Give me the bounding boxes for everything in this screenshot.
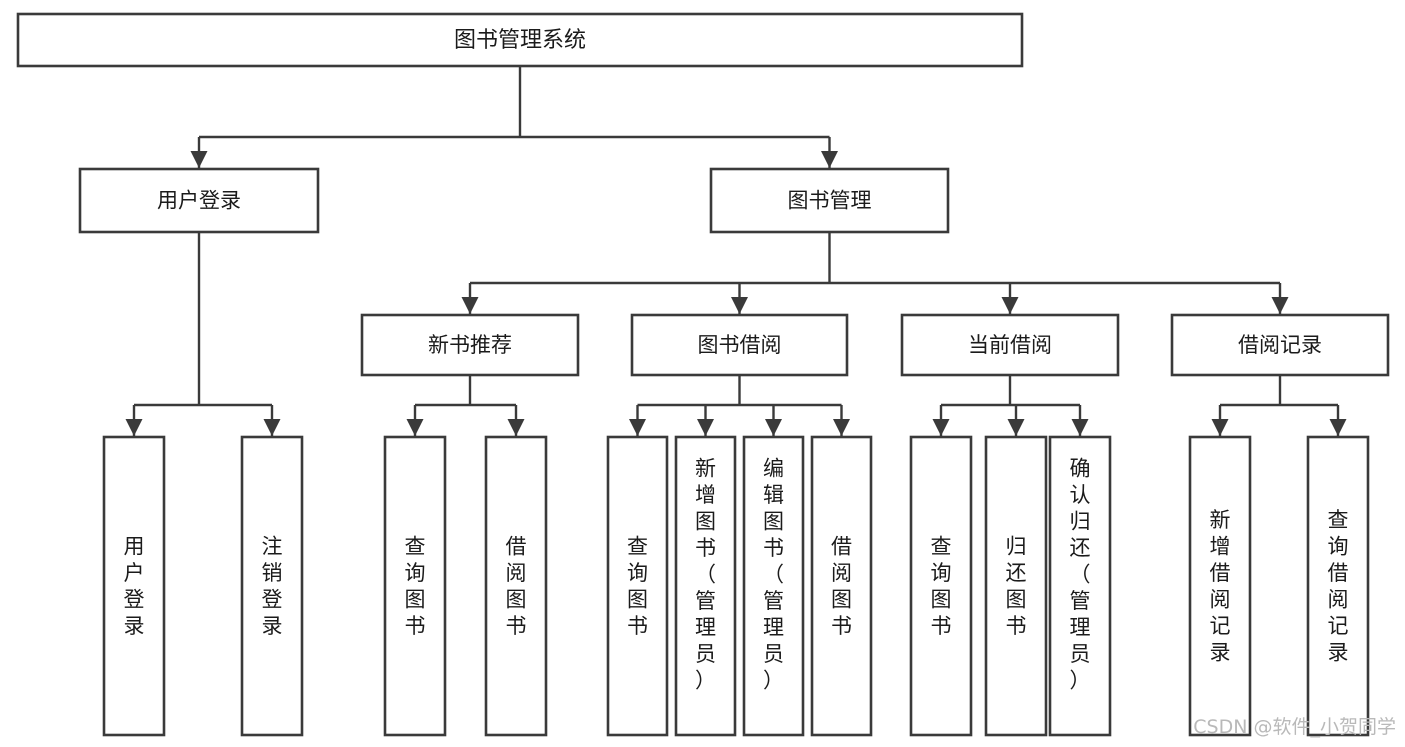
node-leaf-return-book[interactable]: 归还图书 [984, 435, 1048, 737]
node-label-leaf-return-book: 归还图书 [1006, 535, 1027, 639]
csdn-watermark: CSDN @软件_小贺同学 [1193, 716, 1396, 738]
node-leaf-add-borrow-record[interactable]: 新增借阅记录 [1188, 435, 1252, 737]
arrow-head-icon [833, 419, 850, 436]
edge-group-from-current-borrow [932, 375, 1089, 436]
node-label-book-manage: 图书管理 [788, 189, 872, 213]
node-box-book-manage [709, 167, 950, 234]
edge-group-from-book-borrow [629, 375, 850, 436]
arrow-head-icon [932, 419, 950, 436]
node-leaf-query-book-cur[interactable]: 查询图书 [909, 435, 973, 737]
arrow-head-icon [1007, 419, 1025, 436]
node-box-leaf-query-borrow-record [1306, 435, 1370, 737]
connector-edges-layer [125, 66, 1347, 436]
node-leaf-add-book-admin[interactable]: 新增图书（管理员） [674, 435, 737, 737]
node-current-borrow[interactable]: 当前借阅 [900, 313, 1120, 377]
arrow-head-icon [461, 297, 479, 314]
node-box-current-borrow [900, 313, 1120, 377]
node-box-leaf-logout [240, 435, 304, 737]
node-box-leaf-query-book-rec [383, 435, 447, 737]
node-box-leaf-query-book-bor [606, 435, 669, 737]
node-leaf-query-book-rec[interactable]: 查询图书 [383, 435, 447, 737]
edge-group-from-borrow-record [1211, 375, 1347, 436]
node-box-leaf-borrow-book-bor [810, 435, 873, 737]
node-box-leaf-user-login [102, 435, 166, 737]
nodes-layer: 图书管理系统用户登录图书管理新书推荐图书借阅当前借阅借阅记录用户登录注销登录查询… [16, 12, 1390, 737]
node-label-leaf-query-book-cur: 查询图书 [931, 535, 952, 639]
edge-group-from-root [190, 66, 838, 168]
arrow-head-icon [731, 297, 748, 314]
arrow-head-icon [629, 419, 646, 436]
arrow-head-icon [1211, 419, 1229, 436]
node-new-book-recommend[interactable]: 新书推荐 [360, 313, 580, 377]
node-box-leaf-edit-book-admin [742, 435, 805, 737]
node-label-user-login: 用户登录 [157, 189, 241, 213]
node-leaf-query-book-bor[interactable]: 查询图书 [606, 435, 669, 737]
node-label-leaf-query-book-bor: 查询图书 [627, 535, 648, 639]
node-box-leaf-return-book [984, 435, 1048, 737]
node-borrow-record[interactable]: 借阅记录 [1170, 313, 1390, 377]
arrow-head-icon [1071, 419, 1089, 436]
node-label-leaf-borrow-book-bor: 借阅图书 [831, 535, 852, 639]
node-root[interactable]: 图书管理系统 [16, 12, 1024, 68]
node-leaf-user-login[interactable]: 用户登录 [102, 435, 166, 737]
node-box-leaf-confirm-return-admin [1048, 435, 1112, 737]
arrow-head-icon [507, 419, 525, 436]
node-label-leaf-logout: 注销登录 [262, 535, 283, 639]
node-box-new-book-recommend [360, 313, 580, 377]
arrow-head-icon [406, 419, 424, 436]
edge-group-from-user-login [125, 232, 281, 436]
arrow-head-icon [1271, 297, 1289, 314]
arrow-head-icon [765, 419, 782, 436]
node-box-user-login [78, 167, 320, 234]
node-box-leaf-query-book-cur [909, 435, 973, 737]
node-label-leaf-add-book-admin: 新增图书（管理员） [695, 457, 716, 693]
node-box-leaf-borrow-book-rec [484, 435, 548, 737]
edge-group-from-book-manage [461, 232, 1289, 314]
node-label-current-borrow: 当前借阅 [968, 333, 1052, 357]
node-box-borrow-record [1170, 313, 1390, 377]
node-label-borrow-record: 借阅记录 [1238, 333, 1322, 357]
node-leaf-borrow-book-bor[interactable]: 借阅图书 [810, 435, 873, 737]
node-leaf-query-borrow-record[interactable]: 查询借阅记录 [1306, 435, 1370, 737]
node-box-leaf-add-borrow-record [1188, 435, 1252, 737]
node-box-book-borrow [630, 313, 849, 377]
edge-group-from-new-book-recommend [406, 375, 525, 436]
arrow-head-icon [1001, 297, 1019, 314]
node-label-new-book-recommend: 新书推荐 [428, 333, 512, 357]
node-label-leaf-add-borrow-record: 新增借阅记录 [1210, 508, 1231, 665]
node-label-leaf-confirm-return-admin: 确认归还（管理员） [1070, 457, 1091, 693]
node-label-leaf-borrow-book-rec: 借阅图书 [506, 535, 527, 639]
node-box-root [16, 12, 1024, 68]
node-leaf-logout[interactable]: 注销登录 [240, 435, 304, 737]
arrow-head-icon [1329, 419, 1347, 436]
node-label-root: 图书管理系统 [454, 28, 586, 53]
arrow-head-icon [697, 419, 714, 436]
node-user-login[interactable]: 用户登录 [78, 167, 320, 234]
node-label-leaf-edit-book-admin: 编辑图书（管理员） [763, 457, 784, 693]
node-box-leaf-add-book-admin [674, 435, 737, 737]
node-label-book-borrow: 图书借阅 [698, 333, 782, 357]
arrow-head-icon [190, 151, 208, 168]
arrow-head-icon [821, 151, 838, 168]
node-leaf-borrow-book-rec[interactable]: 借阅图书 [484, 435, 548, 737]
node-leaf-edit-book-admin[interactable]: 编辑图书（管理员） [742, 435, 805, 737]
node-label-leaf-user-login: 用户登录 [124, 535, 145, 639]
node-label-leaf-query-book-rec: 查询图书 [405, 535, 426, 639]
node-book-borrow[interactable]: 图书借阅 [630, 313, 849, 377]
node-leaf-confirm-return-admin[interactable]: 确认归还（管理员） [1048, 435, 1112, 737]
node-book-manage[interactable]: 图书管理 [709, 167, 950, 234]
arrow-head-icon [263, 419, 281, 436]
node-label-leaf-query-borrow-record: 查询借阅记录 [1328, 508, 1349, 665]
arrow-head-icon [125, 419, 143, 436]
